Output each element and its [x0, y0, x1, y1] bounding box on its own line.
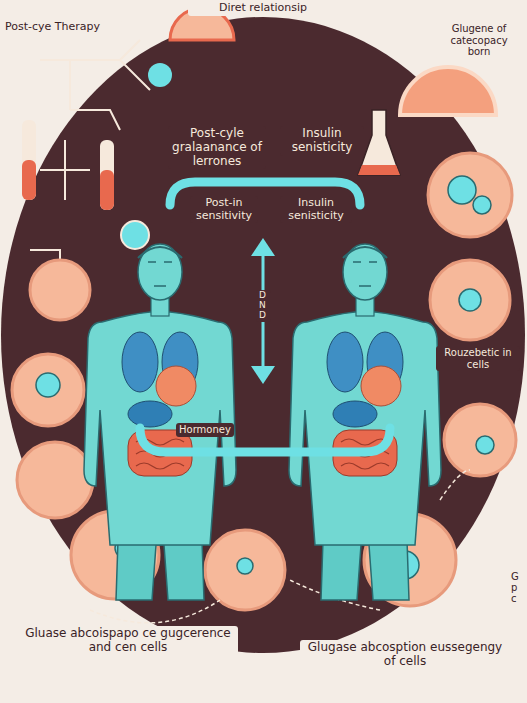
label-slot: Glugase abcosption eussegengy of cells: [300, 640, 510, 670]
label-slot: Glugene of catecopacy born: [436, 22, 522, 59]
text-label: Rouzebetic in cells: [436, 346, 520, 371]
label-slot: Gluase abcoispapo ce gugcerence and cen …: [18, 626, 238, 656]
text-label: Gluase abcoispapo ce gugcerence and cen …: [18, 626, 238, 656]
label-slot: DND: [256, 290, 271, 322]
label-slot: Post-cye Therapy: [2, 20, 122, 35]
label-slot: Post-cyle gralaanance of lerrones: [168, 126, 266, 169]
text-label: Post-cye Therapy: [2, 20, 122, 35]
diagram-title: Diret relationsip: [188, 1, 338, 16]
text-label: Glugase abcosption eussegengy of cells: [300, 640, 510, 670]
label-slot: Insulin senisticity: [280, 196, 352, 223]
label-slot: Insulin senisticity: [280, 126, 364, 156]
text-label: Glugene of catecopacy born: [436, 22, 522, 59]
text-label: DND: [256, 290, 271, 322]
label-slot: Diret relationsip: [188, 1, 338, 16]
label-slot: G p c: [508, 570, 524, 606]
text-label: Insulin senisticity: [280, 196, 352, 223]
text-label: Insulin senisticity: [280, 126, 364, 156]
text-label: Post-cyle gralaanance of lerrones: [168, 126, 266, 169]
text-label: Hormoney: [176, 423, 234, 437]
label-slot: Rouzebetic in cells: [436, 346, 520, 371]
label-slot: Post-in sensitivity: [190, 196, 258, 223]
label-slot: Hormoney: [176, 418, 234, 437]
text-label: Post-in sensitivity: [190, 196, 258, 223]
text-label: G p c: [508, 570, 524, 605]
